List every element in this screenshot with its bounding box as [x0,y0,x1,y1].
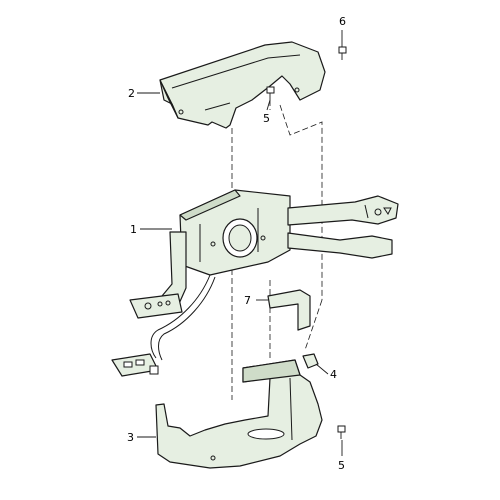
wiring-harness [111,274,216,377]
screw-top-right [338,46,347,60]
callout-3: 3 [127,431,134,444]
callout-6: 6 [339,15,346,28]
stalk-indicator [287,232,393,259]
stalk-lights [129,231,187,319]
stalk-wiper [287,195,399,226]
upper-shroud [159,41,326,129]
callout-5-lower: 5 [338,459,345,472]
screw-upper [266,86,275,100]
callout-5-upper: 5 [263,112,270,125]
callout-2: 2 [128,87,135,100]
callout-7: 7 [244,294,251,307]
bracket-part-7 [267,289,311,331]
callout-1: 1 [130,223,137,236]
screw-lower [337,425,346,439]
callout-4: 4 [330,368,337,381]
clip-part-4 [302,353,319,369]
leader-lines [137,30,343,456]
switch-body [179,189,291,276]
lower-shroud [155,359,323,469]
